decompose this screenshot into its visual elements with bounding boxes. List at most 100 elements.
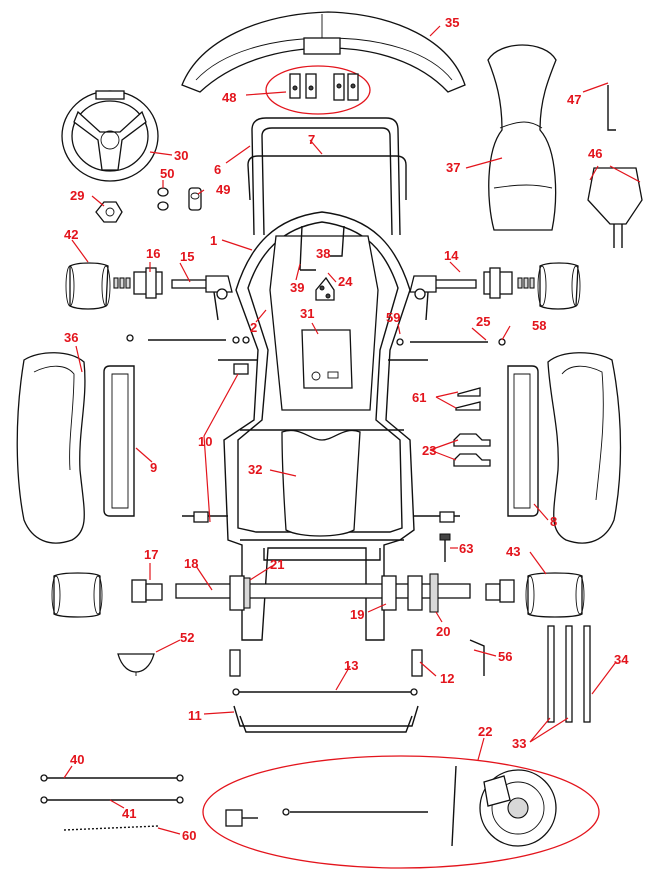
part-side-pod-right (547, 352, 622, 544)
callout-13: 13 (344, 658, 358, 673)
part-allen-key (469, 639, 485, 676)
callout-15: 15 (180, 249, 194, 264)
part-pedal-bracket (315, 276, 335, 301)
callout-18: 18 (184, 556, 198, 571)
callout-48: 48 (222, 90, 236, 105)
part-tie-rod-right (396, 338, 506, 346)
callout-29: 29 (70, 188, 84, 203)
callout-52: 52 (180, 630, 194, 645)
part-front-hub-left (133, 267, 163, 299)
callout-19: 19 (350, 607, 364, 622)
callout-37: 37 (446, 160, 460, 175)
callout-42: 42 (64, 227, 78, 242)
part-brake-system (202, 755, 600, 869)
callout-56: 56 (498, 649, 512, 664)
part-rear-wheel-left (51, 572, 103, 618)
callout-40: 40 (70, 752, 84, 767)
part-seat-base (281, 429, 361, 537)
part-bracket-46 (587, 167, 643, 248)
part-steering-hub (95, 201, 123, 223)
callout-6: 6 (214, 162, 221, 177)
callout-63: 63 (459, 541, 473, 556)
callout-16: 16 (146, 246, 160, 261)
part-rod-47 (607, 85, 616, 131)
part-sprocket (429, 573, 439, 613)
part-spacers (113, 277, 535, 289)
callout-38: 38 (316, 246, 330, 261)
part-brackets-23 (453, 433, 491, 467)
callout-49: 49 (216, 182, 230, 197)
part-cable-40 (40, 774, 184, 782)
part-rear-bumper (233, 705, 419, 733)
part-spacer-10-top (233, 363, 249, 375)
callout-10: 10 (198, 434, 212, 449)
callout-9: 9 (150, 460, 157, 475)
callout-25: 25 (476, 314, 490, 329)
callout-17: 17 (144, 547, 158, 562)
callout-58: 58 (532, 318, 546, 333)
part-stub-axle-right (409, 275, 477, 321)
callout-2: 2 (250, 320, 257, 335)
callout-22: 22 (478, 724, 492, 739)
part-rear-hub-left (131, 579, 163, 603)
part-rods-34 (547, 625, 591, 723)
callout-23: 23 (422, 443, 436, 458)
callout-43: 43 (506, 544, 520, 559)
callout-59: 59 (386, 310, 400, 325)
part-front-wheel-right (537, 262, 581, 310)
callout-21: 21 (270, 557, 284, 572)
part-rear-axle (175, 583, 471, 599)
part-clamp-49 (188, 187, 202, 211)
callout-61: 61 (412, 390, 426, 405)
part-front-nose-fairing (181, 11, 466, 93)
callout-leaders (63, 25, 641, 835)
part-bumper-rod-13 (232, 688, 418, 696)
part-seat (487, 44, 557, 231)
callout-labels: 35 48 47 7 6 30 46 37 50 49 29 1 42 38 1… (64, 15, 629, 843)
callout-7: 7 (308, 132, 315, 147)
callout-8: 8 (550, 514, 557, 529)
callout-35: 35 (445, 15, 459, 30)
callout-24: 24 (338, 274, 353, 289)
callout-34: 34 (614, 652, 629, 667)
callout-39: 39 (290, 280, 304, 295)
part-nuts-50 (157, 187, 169, 211)
part-cable-60 (63, 825, 159, 831)
part-floor-plate (301, 329, 353, 389)
callout-12: 12 (440, 671, 454, 686)
part-pedal-rods (299, 225, 345, 271)
callout-32: 32 (248, 462, 262, 477)
callout-31: 31 (300, 306, 314, 321)
callout-33: 33 (512, 736, 526, 751)
part-front-hub-right (483, 267, 513, 299)
callout-60: 60 (182, 828, 196, 843)
part-spacer-12-left (229, 649, 241, 677)
callout-30: 30 (174, 148, 188, 163)
part-bearing-carrier-left (229, 575, 251, 611)
part-bearing-carrier-right (381, 575, 423, 611)
part-stub-axle-left (171, 275, 233, 321)
part-cup-52 (117, 653, 155, 676)
part-front-wheel-left (65, 262, 111, 310)
part-side-bar-left (103, 365, 135, 517)
part-brackets-61 (455, 387, 481, 411)
part-bolt-63 (439, 533, 451, 562)
callout-1: 1 (210, 233, 217, 248)
callout-41: 41 (122, 806, 136, 821)
part-side-bar-right (507, 365, 539, 517)
callout-36: 36 (64, 330, 78, 345)
callout-20: 20 (436, 624, 450, 639)
callout-14: 14 (444, 248, 459, 263)
callout-11: 11 (188, 708, 202, 723)
callout-46: 46 (588, 146, 602, 161)
part-steering-wheel (61, 90, 159, 182)
part-front-bumpers (247, 117, 407, 236)
callout-50: 50 (160, 166, 174, 181)
part-side-pod-left (16, 352, 86, 544)
part-tie-rod-left (126, 334, 250, 344)
part-rear-hub-right (485, 579, 515, 603)
part-nose-brackets (265, 65, 371, 115)
part-spacer-side-right (439, 511, 455, 523)
part-cable-41 (40, 796, 184, 804)
